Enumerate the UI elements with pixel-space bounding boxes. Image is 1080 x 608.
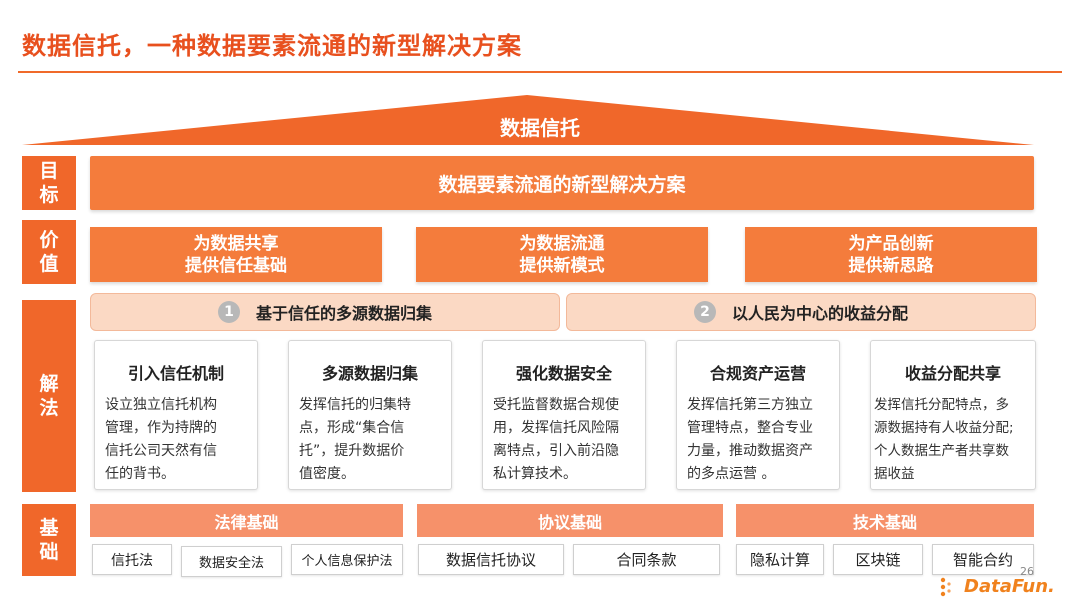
theme-text: 以人民为中心的收益分配 <box>731 304 908 323</box>
solution-card-2: 多源数据归集 发挥信托的归集特点，形成“集合信托”，提升数据价值密度。 <box>288 340 452 490</box>
solution-card-4: 合规资产运营 发挥信托第三方独立管理特点，整合专业力量，推动数据资产的多点运营 … <box>676 340 840 490</box>
foundation-item: 智能合约 <box>932 544 1034 575</box>
theme-banner-2: 2 以人民为中心的收益分配 <box>566 293 1036 331</box>
theme-text: 基于信任的多源数据归集 <box>255 304 432 323</box>
card-body: 发挥信托第三方独立管理特点，整合专业力量，推动数据资产的多点运营 。 <box>687 397 813 482</box>
row-label-foundation: 基础 <box>22 504 76 576</box>
card-title: 合规资产运营 <box>709 364 806 383</box>
datafun-logo: DataFun. <box>964 576 1055 597</box>
foundation-agreement: 协议基础 <box>417 504 723 537</box>
datafun-logo-icon <box>940 577 951 597</box>
page-number: 26 <box>1020 565 1034 578</box>
value-box-3: 为产品创新提供新思路 <box>745 227 1037 282</box>
foundation-technology: 技术基础 <box>736 504 1034 537</box>
solution-card-5: 收益分配共享 发挥信托分配特点，多源数据持有人收益分配;个人数据生产者共享数据收… <box>870 340 1036 490</box>
foundation-item: 数据安全法 <box>181 546 282 577</box>
row-label-goal: 目标 <box>22 156 76 210</box>
card-body: 设立独立信托机构管理，作为持牌的信托公司天然有信任的背书。 <box>105 397 217 482</box>
foundation-item: 区块链 <box>833 544 923 575</box>
card-title: 多源数据归集 <box>321 364 418 383</box>
foundation-item: 隐私计算 <box>736 544 824 575</box>
row-label-value: 价值 <box>22 220 76 284</box>
card-body: 发挥信托的归集特点，形成“集合信托”，提升数据价值密度。 <box>299 397 411 482</box>
foundation-legal: 法律基础 <box>90 504 403 537</box>
theme-banner-1: 1 基于信任的多源数据归集 <box>90 293 560 331</box>
solution-card-1: 引入信任机制 设立独立信托机构管理，作为持牌的信托公司天然有信任的背书。 <box>94 340 258 490</box>
card-body: 发挥信托分配特点，多源数据持有人收益分配;个人数据生产者共享数据收益 <box>874 397 1014 482</box>
row-label-solution: 解法 <box>22 300 76 492</box>
goal-banner: 数据要素流通的新型解决方案 <box>90 156 1034 210</box>
foundation-item: 合同条款 <box>573 544 720 575</box>
number-badge: 2 <box>693 301 716 323</box>
roof-label: 数据信托 <box>500 116 580 140</box>
number-badge: 1 <box>217 301 240 323</box>
card-title: 引入信任机制 <box>127 364 224 383</box>
page-title: 数据信托，一种数据要素流通的新型解决方案 <box>22 32 522 60</box>
title-divider <box>18 71 1062 73</box>
value-box-2: 为数据流通提供新模式 <box>416 227 708 282</box>
foundation-item: 数据信托协议 <box>418 544 564 575</box>
card-title: 收益分配共享 <box>904 364 1001 383</box>
foundation-item: 信托法 <box>92 544 172 575</box>
solution-card-3: 强化数据安全 受托监督数据合规使用，发挥信托风险隔离特点，引入前沿隐私计算技术。 <box>482 340 646 490</box>
foundation-item: 个人信息保护法 <box>291 544 403 575</box>
value-box-1: 为数据共享提供信任基础 <box>90 227 382 282</box>
card-body: 受托监督数据合规使用，发挥信托风险隔离特点，引入前沿隐私计算技术。 <box>493 397 619 482</box>
roof-shape <box>22 95 1034 145</box>
card-title: 强化数据安全 <box>515 364 612 383</box>
